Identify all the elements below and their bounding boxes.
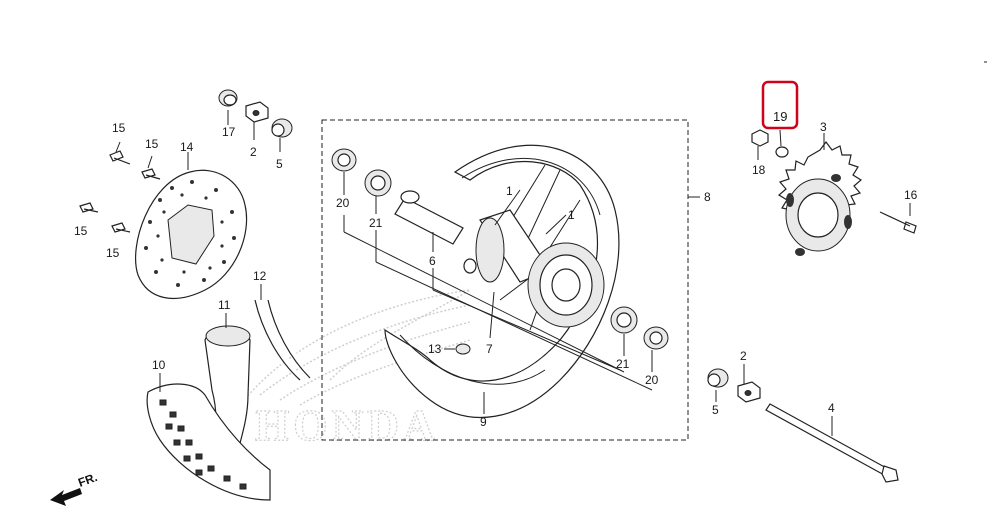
watermark-text: HONDA	[255, 401, 439, 450]
valve-cap	[455, 343, 471, 355]
label-9: 9	[480, 415, 487, 429]
label-17: 17	[222, 125, 236, 139]
label-21-right: 21	[616, 357, 630, 371]
label-13: 13	[428, 342, 442, 356]
leader-lines	[115, 110, 911, 436]
label-15-c: 15	[74, 224, 88, 238]
label-20-right: 20	[645, 373, 659, 387]
label-6: 6	[429, 254, 436, 268]
wheel-rim	[384, 144, 620, 419]
label-1-b: 1	[568, 208, 575, 222]
label-14: 14	[180, 140, 194, 154]
label-15-a: 15	[112, 121, 126, 135]
highlight-callout[interactable]: 19	[761, 80, 799, 147]
label-4: 4	[828, 401, 835, 415]
label-19: 19	[773, 109, 787, 124]
tire	[146, 383, 271, 501]
label-5-left: 5	[276, 157, 283, 171]
collar-17	[218, 89, 238, 107]
adjuster-plate-2	[245, 101, 269, 123]
dust-seal-20-right	[643, 326, 669, 350]
label-3: 3	[820, 120, 827, 134]
dust-seal-20-left	[331, 148, 357, 172]
sprocket-bolt	[879, 211, 917, 234]
distance-collar	[394, 190, 464, 245]
label-8: 8	[704, 190, 711, 204]
label-21-left: 21	[369, 216, 383, 230]
brake-disc	[135, 169, 248, 299]
adjuster-plate-2-right	[737, 381, 761, 403]
honda-watermark: HONDA	[239, 289, 471, 451]
wheel-assembly-frame	[321, 119, 700, 441]
label-20-left: 20	[336, 196, 350, 210]
label-15-b: 15	[145, 137, 159, 151]
part-numbers: 17 2 5 14 15 15 15 15 20 21 6 1 1 8 13 7…	[74, 120, 918, 429]
label-15-d: 15	[106, 246, 120, 260]
arrow-icon	[50, 488, 82, 506]
label-2-right: 2	[740, 349, 747, 363]
wheel-hub	[463, 209, 605, 328]
final-driven-sprocket	[777, 141, 863, 256]
fr-label: FR.	[76, 470, 99, 490]
label-11: 11	[218, 298, 231, 312]
front-direction-indicator: FR.	[50, 470, 99, 506]
washer-19	[775, 146, 789, 158]
sprocket-nut-18	[751, 129, 769, 147]
bearing-21-left	[364, 169, 392, 197]
label-1-a: 1	[506, 184, 513, 198]
label-10: 10	[152, 358, 166, 372]
disc-bolts	[79, 150, 161, 233]
label-5-right: 5	[712, 403, 719, 417]
label-18: 18	[752, 163, 766, 177]
highlight-box	[761, 80, 799, 130]
label-12: 12	[253, 269, 267, 283]
rear-axle	[765, 403, 899, 483]
label-7: 7	[486, 342, 493, 356]
bearing-21-right	[610, 306, 638, 334]
side-collar-5-right	[707, 368, 729, 388]
label-2-left: 2	[250, 145, 257, 159]
label-16: 16	[904, 188, 918, 202]
side-collar-5	[271, 118, 293, 138]
rim-band	[254, 299, 311, 381]
